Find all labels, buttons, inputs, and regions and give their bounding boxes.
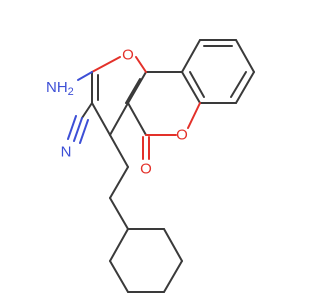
pyran-oxygen-label: O (122, 47, 134, 64)
bond-nitrile-3 (79, 119, 89, 144)
bond-c4b-c5 (127, 102, 147, 136)
bond-nitrile-2 (67, 115, 77, 140)
bond-benzene-5 (181, 71, 201, 104)
carbonyl-oxygen-label: O (140, 161, 152, 178)
amino-label: NH2 (46, 79, 74, 99)
bond-c4a-c4b (127, 71, 147, 104)
bond-c3-c4 (91, 102, 111, 136)
bond-cyclohexane-4 (163, 260, 183, 293)
bond-benzene-3-inner (230, 71, 247, 98)
nitrile-nitrogen-label: N (61, 144, 72, 161)
bond-cyclohexane-5 (163, 228, 183, 262)
bond-c4-c4b (109, 102, 129, 136)
bond-nitrile-1 (73, 117, 83, 142)
bond-ch2a-ch2b (109, 166, 129, 199)
bonds (67, 39, 255, 293)
bond-c4a-c4b-inner (125, 78, 141, 104)
bond-benzene-2 (235, 39, 255, 73)
bond-ch2b-cy (109, 197, 129, 230)
bond-opyran-c2 (91, 56, 121, 73)
bond-c3-cn (81, 102, 93, 119)
bond-benzene-3 (235, 71, 255, 104)
bond-cyclohexane-2 (109, 260, 129, 293)
bond-c2-amino (77, 71, 93, 81)
atom-labels: NH2 O O O N (46, 47, 188, 178)
bond-benzene-5-inner (189, 71, 205, 98)
lactone-oxygen-label: O (176, 127, 188, 144)
bond-cyclohexane-1 (109, 228, 129, 262)
bond-benzene-6 (181, 39, 201, 73)
bond-c4-ch2a (109, 134, 129, 168)
chemical-structure-diagram: NH2 O O O N (46, 39, 255, 293)
bond-olactone-c (187, 102, 201, 129)
amino-subscript: 2 (68, 86, 74, 98)
bond-c4a-opyran (135, 56, 147, 73)
amino-group: NH2 (46, 79, 74, 99)
